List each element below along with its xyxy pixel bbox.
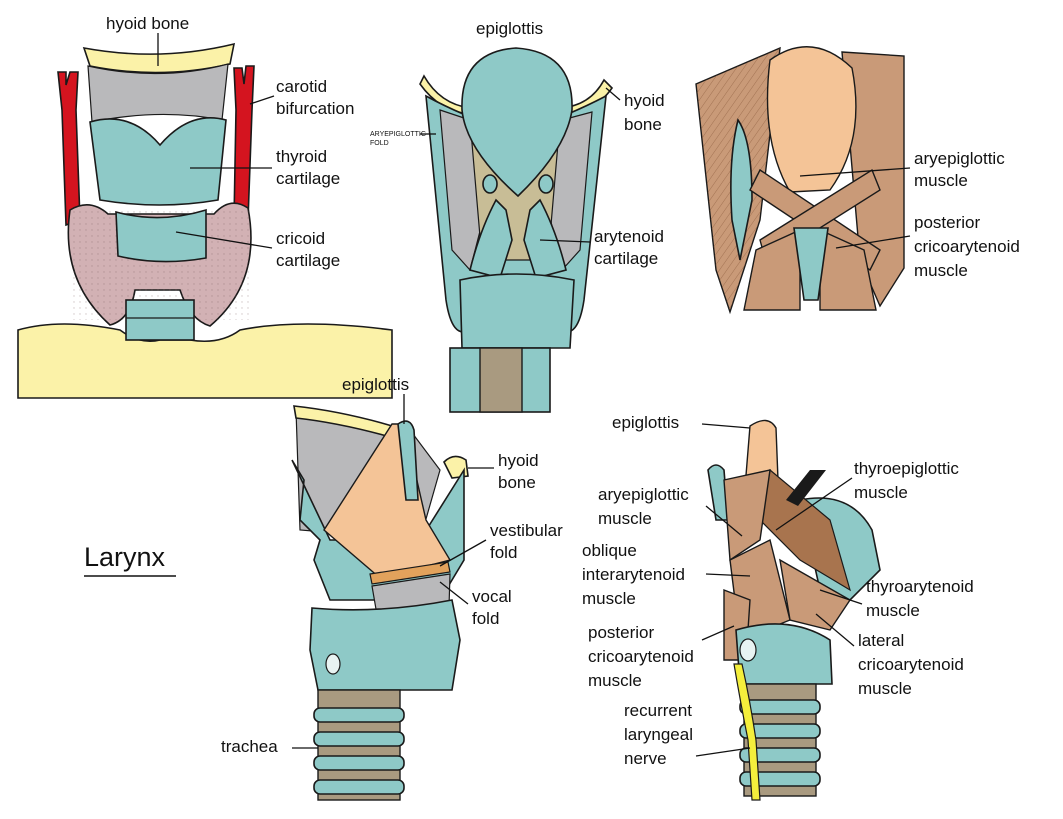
label-post-crico-3: muscle <box>914 261 968 280</box>
leader-epiglottis-lat-muscles <box>701 423 751 429</box>
label-oblique-3: muscle <box>582 589 636 608</box>
hyoid-bone-anterior <box>82 42 236 74</box>
label-epiglottis-lat-muscles: epiglottis <box>612 413 679 432</box>
label-aryepiglottic-muscle-2: muscle <box>914 171 968 190</box>
label-vestibular-2: fold <box>490 543 517 562</box>
label-vocal-2: fold <box>472 609 499 628</box>
label-thyroepi-2: muscle <box>854 483 908 502</box>
label-lat-crico-1: lateral <box>858 631 904 650</box>
leader-aryepi-lat <box>705 505 743 537</box>
recurrent-laryngeal-nerve <box>733 663 761 801</box>
label-carotid-2: bifurcation <box>276 99 354 118</box>
panel-anterior-view: hyoid bone carotid bifurcation thyroid c… <box>17 14 393 399</box>
arytenoid-cartilage-left <box>469 198 513 279</box>
epiglottis-lateral <box>397 420 419 501</box>
panel-posterior-muscles: aryepiglottic muscle posterior cricoaryt… <box>695 46 1020 315</box>
label-epiglottis-posterior: epiglottis <box>476 19 543 38</box>
label-thyroid-2: cartilage <box>276 169 340 188</box>
label-post-crico-lat-3: muscle <box>588 671 642 690</box>
diagram-title: Larynx <box>84 542 166 572</box>
cricoid-lateral <box>309 599 461 691</box>
leader-vestibular <box>439 539 487 567</box>
panel-lateral-muscles: epiglottis thyroepiglottic muscle aryepi… <box>582 413 974 801</box>
label-post-crico-lat-2: cricoarytenoid <box>588 647 694 666</box>
clavicle-region <box>17 323 393 399</box>
label-recurrent-3: nerve <box>624 749 667 768</box>
label-oblique-1: oblique <box>582 541 637 560</box>
label-oblique-2: interarytenoid <box>582 565 685 584</box>
cricoid-lateral-muscles <box>735 623 833 685</box>
label-hyoid-lateral-1: hyoid <box>498 451 539 470</box>
label-hyoid-posterior-2: bone <box>624 115 662 134</box>
label-trachea: trachea <box>221 737 278 756</box>
label-lat-crico-2: cricoarytenoid <box>858 655 964 674</box>
label-thyroary-1: thyroarytenoid <box>866 577 974 596</box>
cuneiform-right <box>538 174 554 194</box>
leader-thyroepi <box>775 477 853 531</box>
leader-post-crico-lat <box>701 625 735 641</box>
label-lat-crico-3: muscle <box>858 679 912 698</box>
label-carotid-1: carotid <box>276 77 327 96</box>
label-aryepiglottic-fold-2: FOLD <box>370 140 389 147</box>
label-thyroepi-1: thyroepiglottic <box>854 459 959 478</box>
label-hyoid-lateral-2: bone <box>498 473 536 492</box>
label-aryepiglottic-fold-1: ARYEPIGLOTTIC <box>370 131 426 138</box>
epiglottis-back <box>766 46 857 193</box>
label-thyroary-2: muscle <box>866 601 920 620</box>
label-arytenoid-1: arytenoid <box>594 227 664 246</box>
leader-recurrent <box>695 747 751 757</box>
crico-thyroid-joint <box>325 653 341 675</box>
label-thyroid-1: thyroid <box>276 147 327 166</box>
right-carotid-artery <box>233 65 255 221</box>
tracheal-rings-lateral-muscles <box>739 699 821 787</box>
cricoid-cartilage <box>115 208 207 263</box>
aryepiglottic-muscle-lateral <box>723 469 771 562</box>
label-cricoid-1: cricoid <box>276 229 325 248</box>
vestibular-fold-lateral <box>369 561 451 585</box>
label-post-crico-lat-1: posterior <box>588 623 654 642</box>
leader-post-crico <box>835 235 911 249</box>
panel-lateral-view: epiglottis hyoid bone vestibular fold vo… <box>221 375 563 801</box>
artery-stumps-lateral <box>786 470 826 506</box>
leader-lat-crico <box>815 613 855 647</box>
leader-vocal <box>439 581 469 605</box>
leader-oblique <box>705 573 751 577</box>
leader-carotid <box>249 95 275 105</box>
trachealis-muscle <box>479 347 523 413</box>
thyroarytenoid-muscle <box>779 558 851 631</box>
tracheal-rings-lateral <box>313 707 405 795</box>
leader-thyroary <box>819 589 863 605</box>
leader-cricoid <box>175 231 273 249</box>
epiglottis-posterior <box>461 47 573 198</box>
label-aryepiglottic-muscle-1: aryepiglottic <box>914 149 1005 168</box>
left-carotid-artery <box>57 71 81 227</box>
leader-arytenoid <box>539 239 591 243</box>
thyroid-cartilage <box>89 116 227 206</box>
label-recurrent-1: recurrent <box>624 701 692 720</box>
label-recurrent-2: laryngeal <box>624 725 693 744</box>
cartilage-strip-left <box>730 118 753 261</box>
label-epiglottis-lateral: epiglottis <box>342 375 409 394</box>
label-vocal-1: vocal <box>472 587 512 606</box>
label-post-crico-2: cricoarytenoid <box>914 237 1020 256</box>
cricoid-lamina-posterior <box>459 273 575 349</box>
label-post-crico-1: posterior <box>914 213 980 232</box>
panel-posterior-view: epiglottis hyoid bone ARYEPIGLOTTIC FOLD… <box>370 19 665 413</box>
label-arytenoid-2: cartilage <box>594 249 658 268</box>
crico-joint-lateral-muscles <box>739 638 757 662</box>
label-aryepi-lat-2: muscle <box>598 509 652 528</box>
cricoid-midline <box>793 227 829 301</box>
posterior-cricoarytenoid-muscle <box>743 228 801 311</box>
leader-aryepiglottic-muscle <box>799 167 911 177</box>
label-hyoid-posterior-1: hyoid <box>624 91 665 110</box>
leader-hyoid-posterior <box>605 87 621 101</box>
label-vestibular-1: vestibular <box>490 521 563 540</box>
label-aryepi-lat-1: aryepiglottic <box>598 485 689 504</box>
trachea-anterior <box>125 299 195 341</box>
cuneiform-left <box>482 174 498 194</box>
label-hyoid-bone: hyoid bone <box>106 14 189 33</box>
label-cricoid-2: cartilage <box>276 251 340 270</box>
